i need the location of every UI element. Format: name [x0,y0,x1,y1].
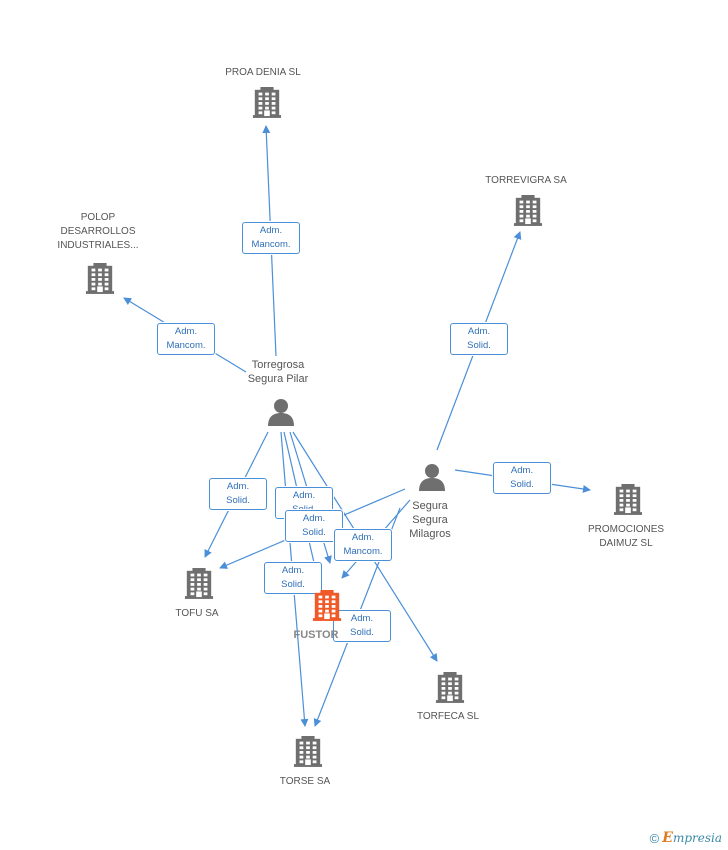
edge-role-label[interactable]: Adm.Solid. [209,478,267,510]
building-icon [613,484,643,515]
building-icon [312,590,342,621]
edge-role-label[interactable]: Adm.Mancom. [157,323,215,355]
edge-role-label[interactable]: Adm.Mancom. [334,529,392,561]
building-icon [252,87,282,118]
node-label-torfeca: TORFECA SL [416,711,480,722]
node-label-proa: PROA DENIA SL [225,67,301,78]
node-label-fustor: FUSTOR [293,629,339,641]
building-icon [85,263,115,294]
building-icon [184,568,214,599]
empresia-watermark: © Empresia [650,830,722,846]
edge-role-label[interactable]: Adm.Solid. [450,323,508,355]
person-icon [268,399,294,426]
edge-role-label[interactable]: Adm.Solid. [285,510,343,542]
edge-role-label[interactable]: Adm.Mancom. [242,222,300,254]
edge-role-label[interactable]: Adm.Solid. [264,562,322,594]
copyright-symbol: © [649,830,660,846]
building-icon [435,672,465,703]
person-icon [419,464,445,491]
building-icon [513,195,543,226]
brand-name: Empresia [662,830,722,846]
edge-role-label[interactable]: Adm.Solid. [333,610,391,642]
node-label-tofu: TOFU SA [175,608,219,619]
edge-role-label[interactable]: Adm.Solid. [493,462,551,494]
building-icon [293,736,323,767]
node-label-torrevigra: TORREVIGRA SA [485,175,567,186]
node-label-torse: TORSE SA [279,776,331,787]
